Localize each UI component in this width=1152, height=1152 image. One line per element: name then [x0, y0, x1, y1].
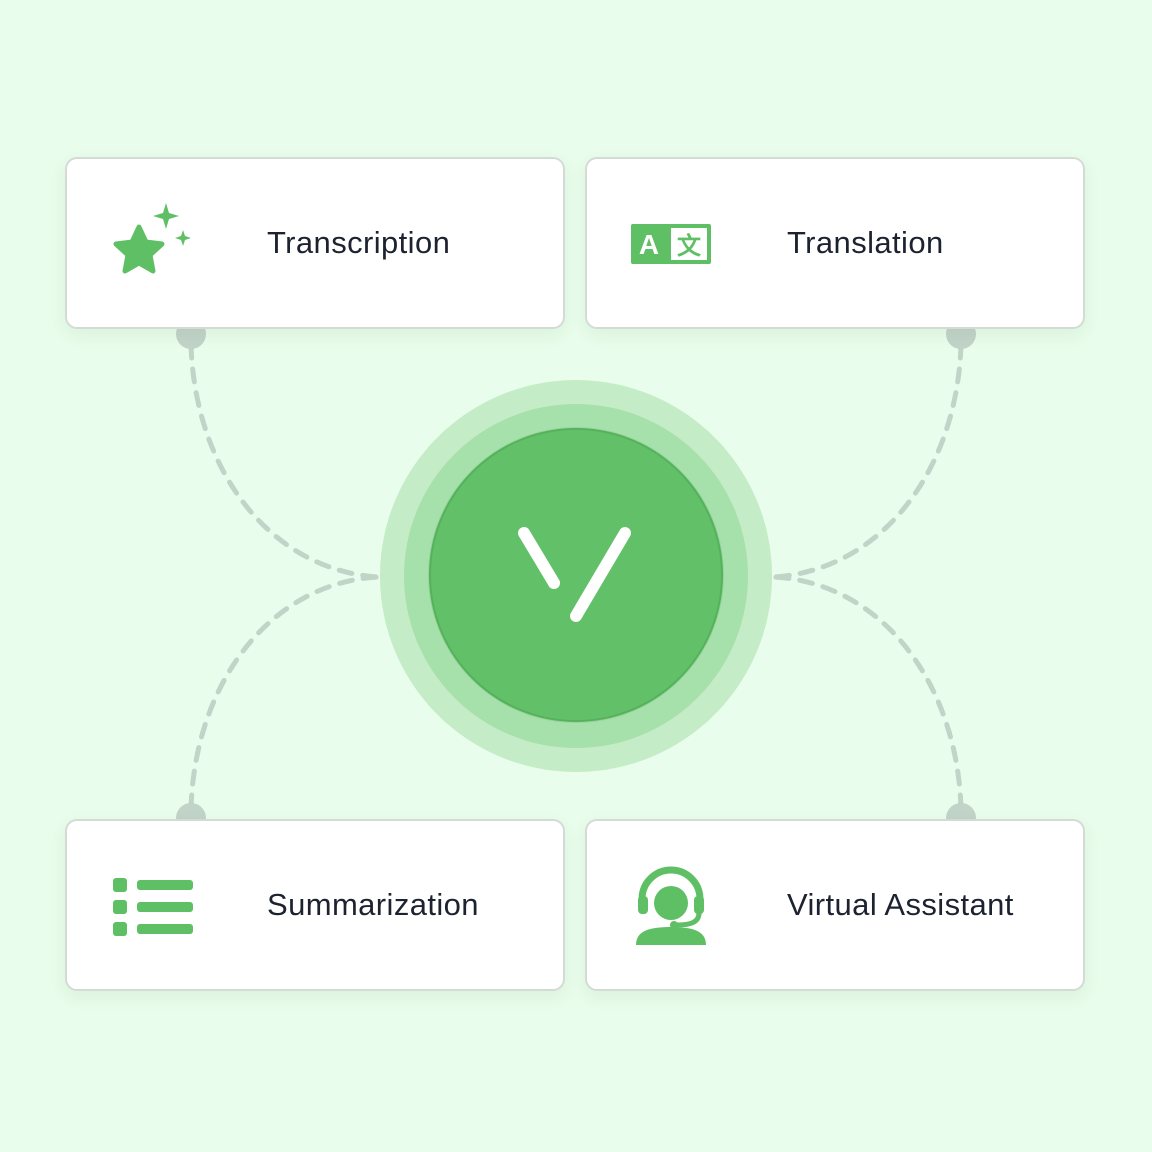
connector-translation — [771, 342, 964, 580]
brand-logo-icon — [518, 527, 631, 622]
svg-text:A: A — [639, 229, 659, 260]
card-translation[interactable]: A 文 Translation — [585, 157, 1085, 329]
hub-core — [429, 428, 723, 722]
card-label: Translation — [787, 225, 944, 260]
card-label: Virtual Assistant — [787, 887, 1014, 922]
headset-agent-icon — [629, 863, 713, 947]
connector-transcription — [188, 342, 381, 580]
connector-summarization — [188, 574, 381, 811]
card-virtual-assistant[interactable]: Virtual Assistant — [585, 819, 1085, 991]
card-summarization[interactable]: Summarization — [65, 819, 565, 991]
card-label: Transcription — [267, 225, 451, 260]
svg-text:文: 文 — [677, 232, 702, 260]
central-hub[interactable] — [380, 380, 772, 772]
sparkle-star-icon — [109, 201, 193, 285]
connector-virtual — [771, 574, 964, 811]
list-icon — [109, 863, 193, 947]
card-label: Summarization — [267, 887, 479, 922]
translate-icon: A 文 — [629, 201, 713, 285]
card-transcription[interactable]: Transcription — [65, 157, 565, 329]
